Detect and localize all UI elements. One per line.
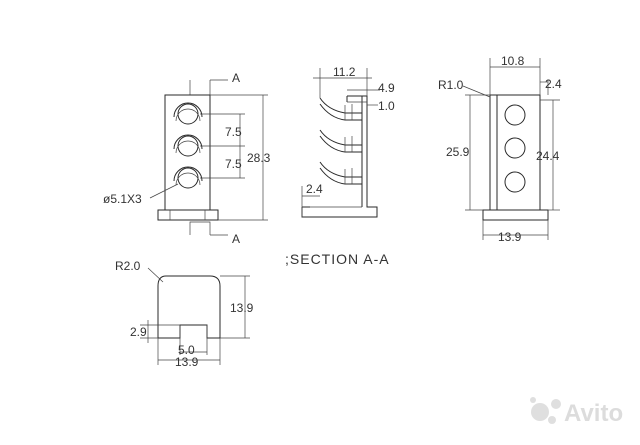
dim-hole-callout: ø5.1X3 [103, 192, 142, 206]
watermark-text: Avito [564, 400, 623, 427]
watermark: Avito [530, 397, 623, 427]
watermark-dot-medium [551, 399, 561, 409]
dim-rear-top-width: 10.8 [501, 54, 525, 68]
rear-led-hole-2 [504, 137, 526, 159]
dim-bottom-radius: R2.0 [115, 259, 141, 273]
dim-rear-left-height: 25.9 [446, 145, 470, 159]
dim-bottom-height: 13.9 [230, 301, 254, 315]
front-view: A A 7.5 7.5 [103, 71, 271, 246]
section-outline [301, 95, 378, 218]
front-led-hole-3 [173, 166, 203, 189]
section-hood-2 [319, 129, 362, 153]
dim-pitch-1: 7.5 [225, 125, 242, 139]
dim-rear-base-width: 13.9 [498, 230, 522, 244]
rear-led-hole-3 [504, 171, 526, 193]
front-base [157, 209, 219, 221]
dim-bottom-tab-height: 2.9 [130, 325, 147, 339]
dim-bottom-width: 13.9 [175, 355, 199, 369]
dim-section-wall: 1.0 [378, 99, 395, 113]
rear-view: R1.0 10.8 2.4 25.9 24.4 13.9 [438, 54, 562, 244]
front-led-hole-1 [173, 102, 203, 125]
dim-section-offset: 4.9 [378, 81, 395, 95]
section-hood-1 [319, 97, 362, 121]
watermark-dot-small [548, 416, 556, 424]
rear-base [482, 209, 549, 221]
dim-bottom-tab-width: 5.0 [178, 343, 195, 357]
dim-section-base: 2.4 [306, 182, 323, 196]
section-line-bottom [189, 221, 211, 235]
hole-leader [149, 183, 179, 199]
dim-overall-height: 28.3 [247, 151, 271, 165]
section-mark-top: A [232, 71, 240, 85]
watermark-dot-large [531, 403, 549, 421]
bottom-view: R2.0 13.9 2.9 5.0 13.9 [115, 259, 254, 369]
dim-rear-radius: R1.0 [438, 78, 464, 92]
dim-pitch-2: 7.5 [225, 157, 242, 171]
section-hood-3 [319, 161, 362, 185]
section-mark-bottom: A [232, 232, 240, 246]
rear-led-hole-1 [504, 104, 526, 126]
front-led-hole-2 [173, 134, 203, 157]
dim-section-depth: 11.2 [333, 65, 356, 79]
dim-rear-top-offset: 2.4 [545, 77, 562, 91]
section-line-top [189, 80, 211, 96]
bottom-outline [157, 275, 221, 339]
dim-rear-right-height: 24.4 [536, 149, 560, 163]
front-body-outline [164, 94, 211, 211]
section-view: 11.2 4.9 1.0 2.4 ;SECTION A-A [285, 65, 395, 267]
section-caption: ;SECTION A-A [285, 251, 390, 267]
watermark-dot-tiny [530, 397, 536, 403]
